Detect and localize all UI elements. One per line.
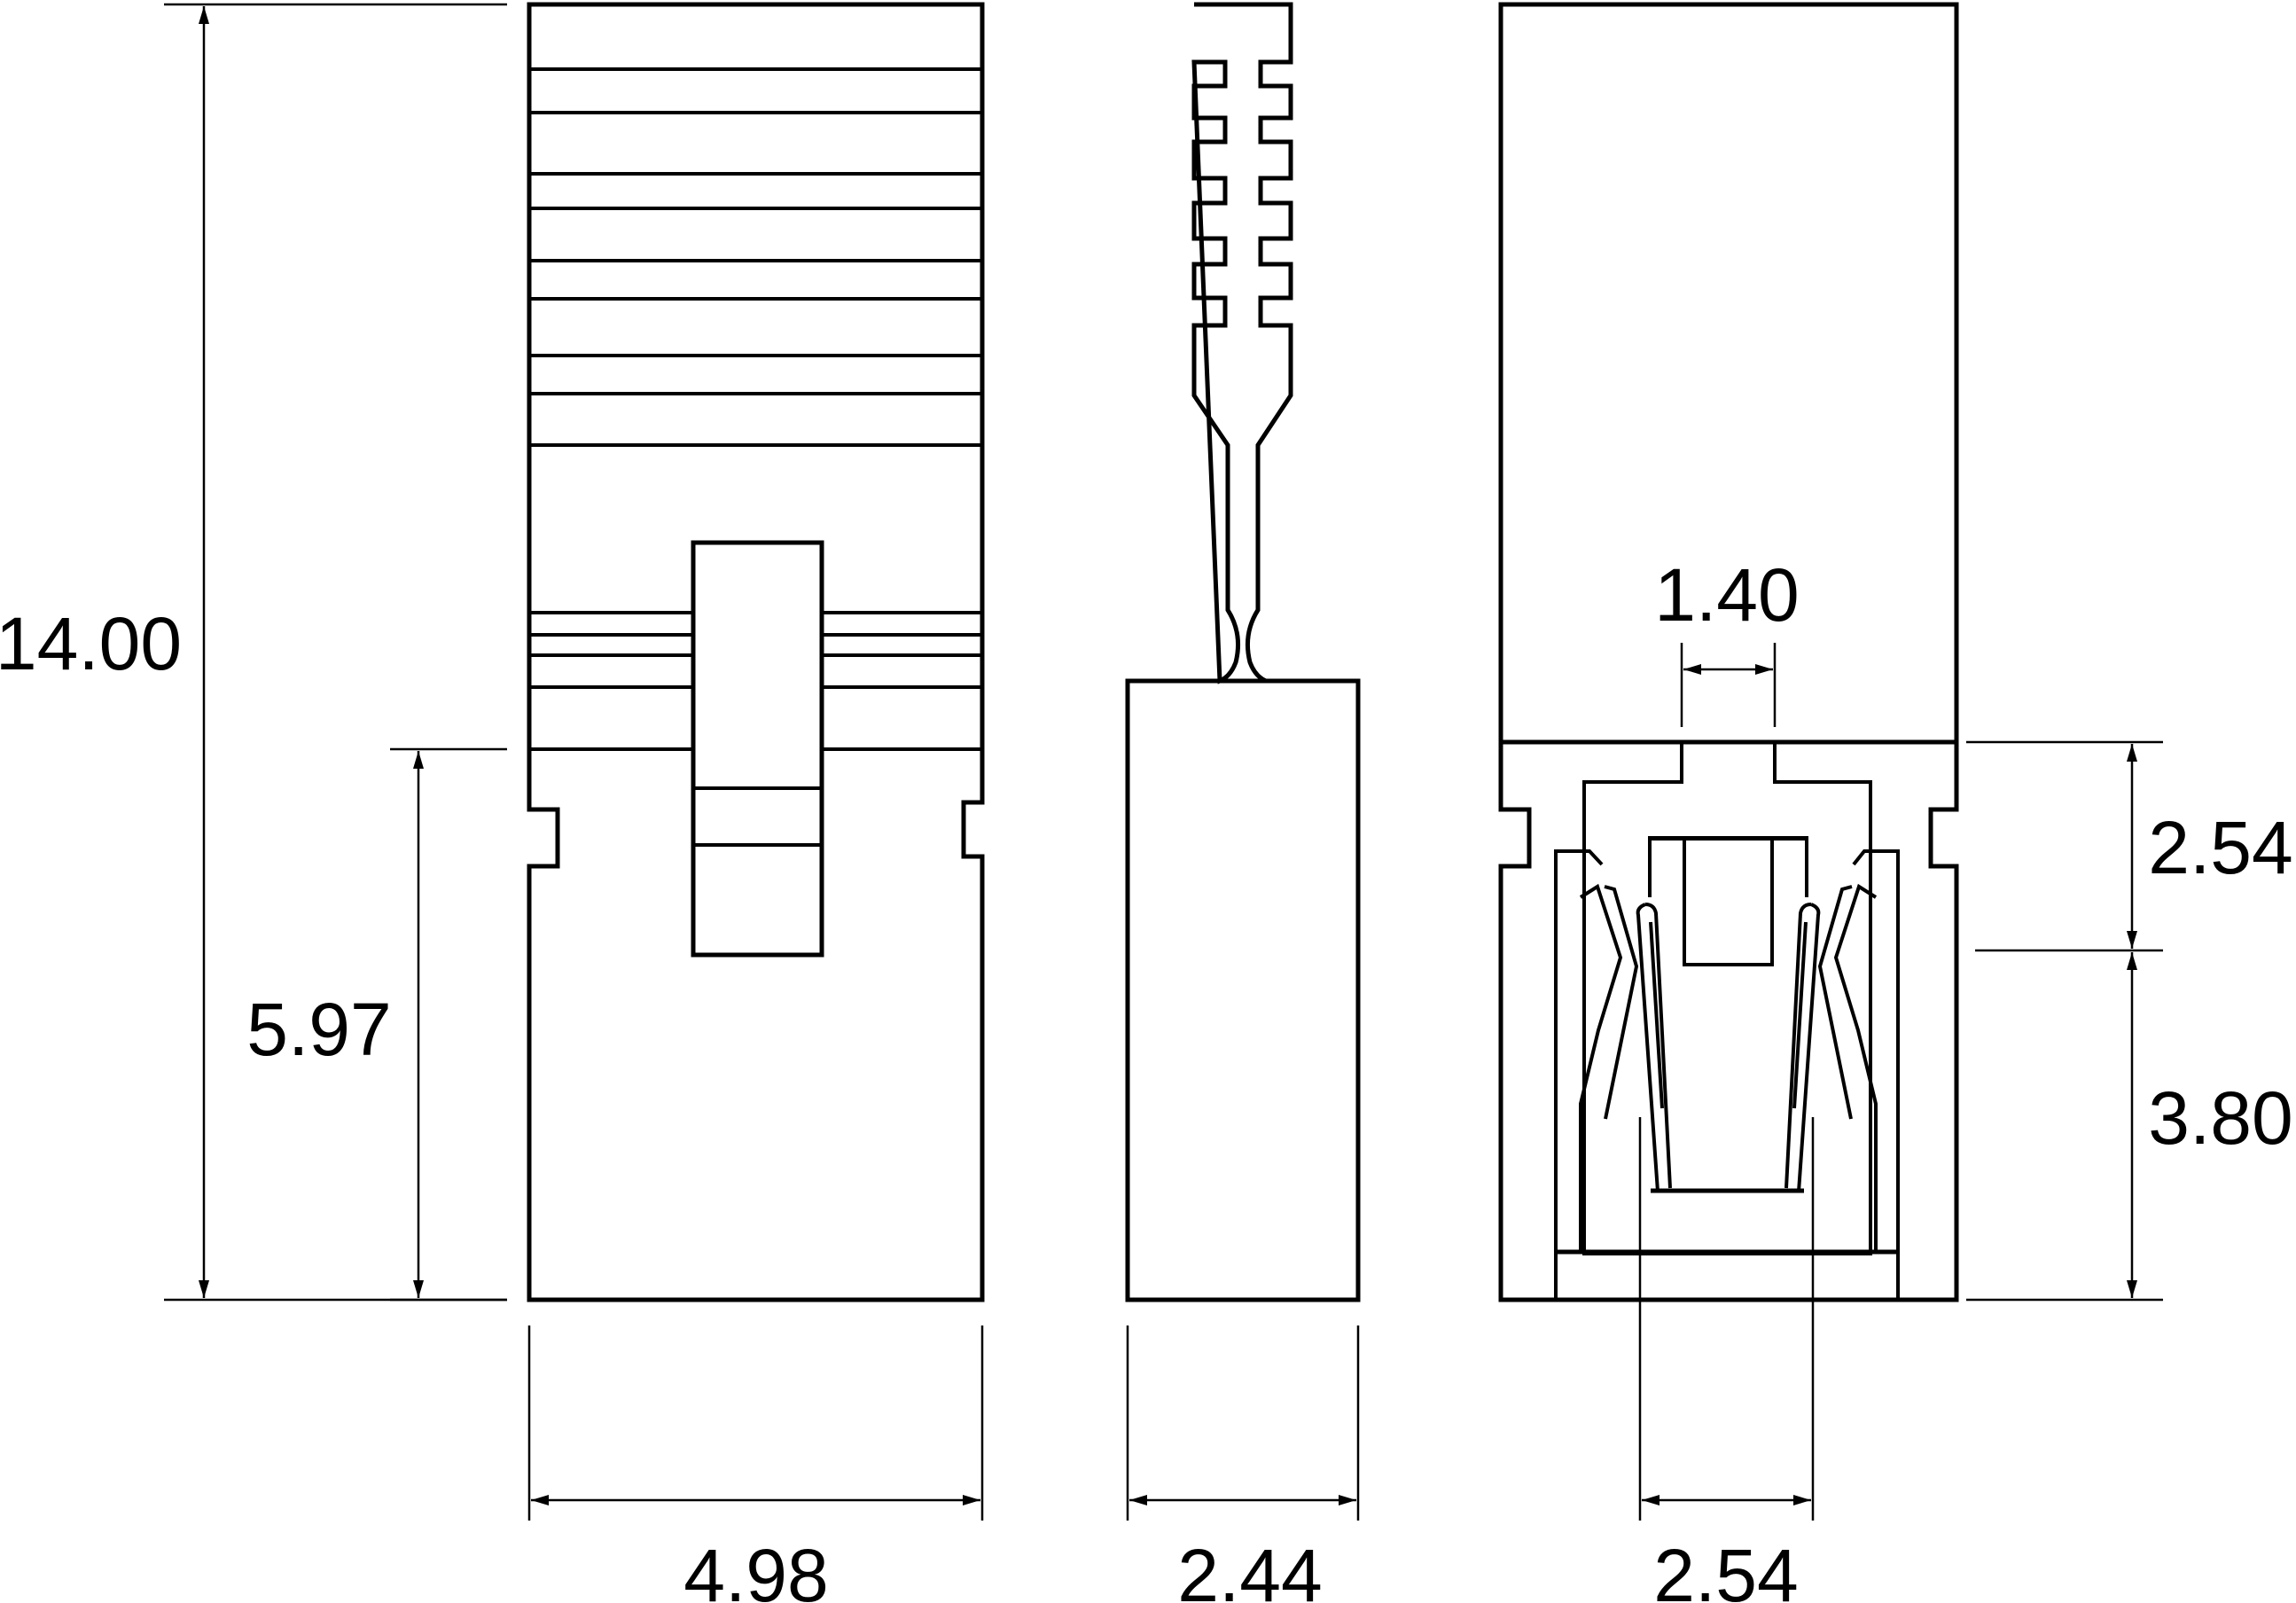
dim-2-44-label: 2.44 <box>1177 1534 1323 1603</box>
front-view <box>527 2 985 1302</box>
dim-front-width: 4.98 <box>527 1325 984 1603</box>
dim-1-40-label: 1.40 <box>1654 553 1800 637</box>
front-latch <box>691 540 824 958</box>
dim-4-98-label: 4.98 <box>683 1534 829 1603</box>
dim-2-54-pitch-label: 2.54 <box>1653 1534 1799 1603</box>
dim-5-97-label: 5.97 <box>246 988 392 1071</box>
dim-2-54-upper-label: 2.54 <box>2148 806 2293 889</box>
dim-3-80-label: 3.80 <box>2148 1076 2293 1160</box>
side-body <box>1125 678 1361 1302</box>
section-spring-right <box>1784 883 1878 1252</box>
front-mid-ribs <box>529 611 982 751</box>
side-contact-pin <box>1191 2 1293 684</box>
side-view <box>1125 2 1361 1302</box>
dim-latch-height: 5.97 <box>246 747 507 1302</box>
section-view <box>1498 2 1959 1302</box>
section-spring-left <box>1579 883 1672 1252</box>
dim-contact-gap: 1.40 <box>1654 553 1800 727</box>
section-body-outline <box>1498 2 1959 1302</box>
front-grip-ribs <box>529 67 982 447</box>
dim-pitch: 2.54 <box>1638 1117 1815 1603</box>
dim-overall-height: 14.00 <box>0 3 507 1302</box>
dim-side-width: 2.44 <box>1126 1325 1360 1603</box>
dim-lower-section: 3.80 <box>1966 952 2293 1302</box>
dim-14-00-label: 14.00 <box>0 602 182 685</box>
front-body-outline <box>527 2 985 1302</box>
dim-upper-section: 2.54 <box>1966 740 2293 952</box>
